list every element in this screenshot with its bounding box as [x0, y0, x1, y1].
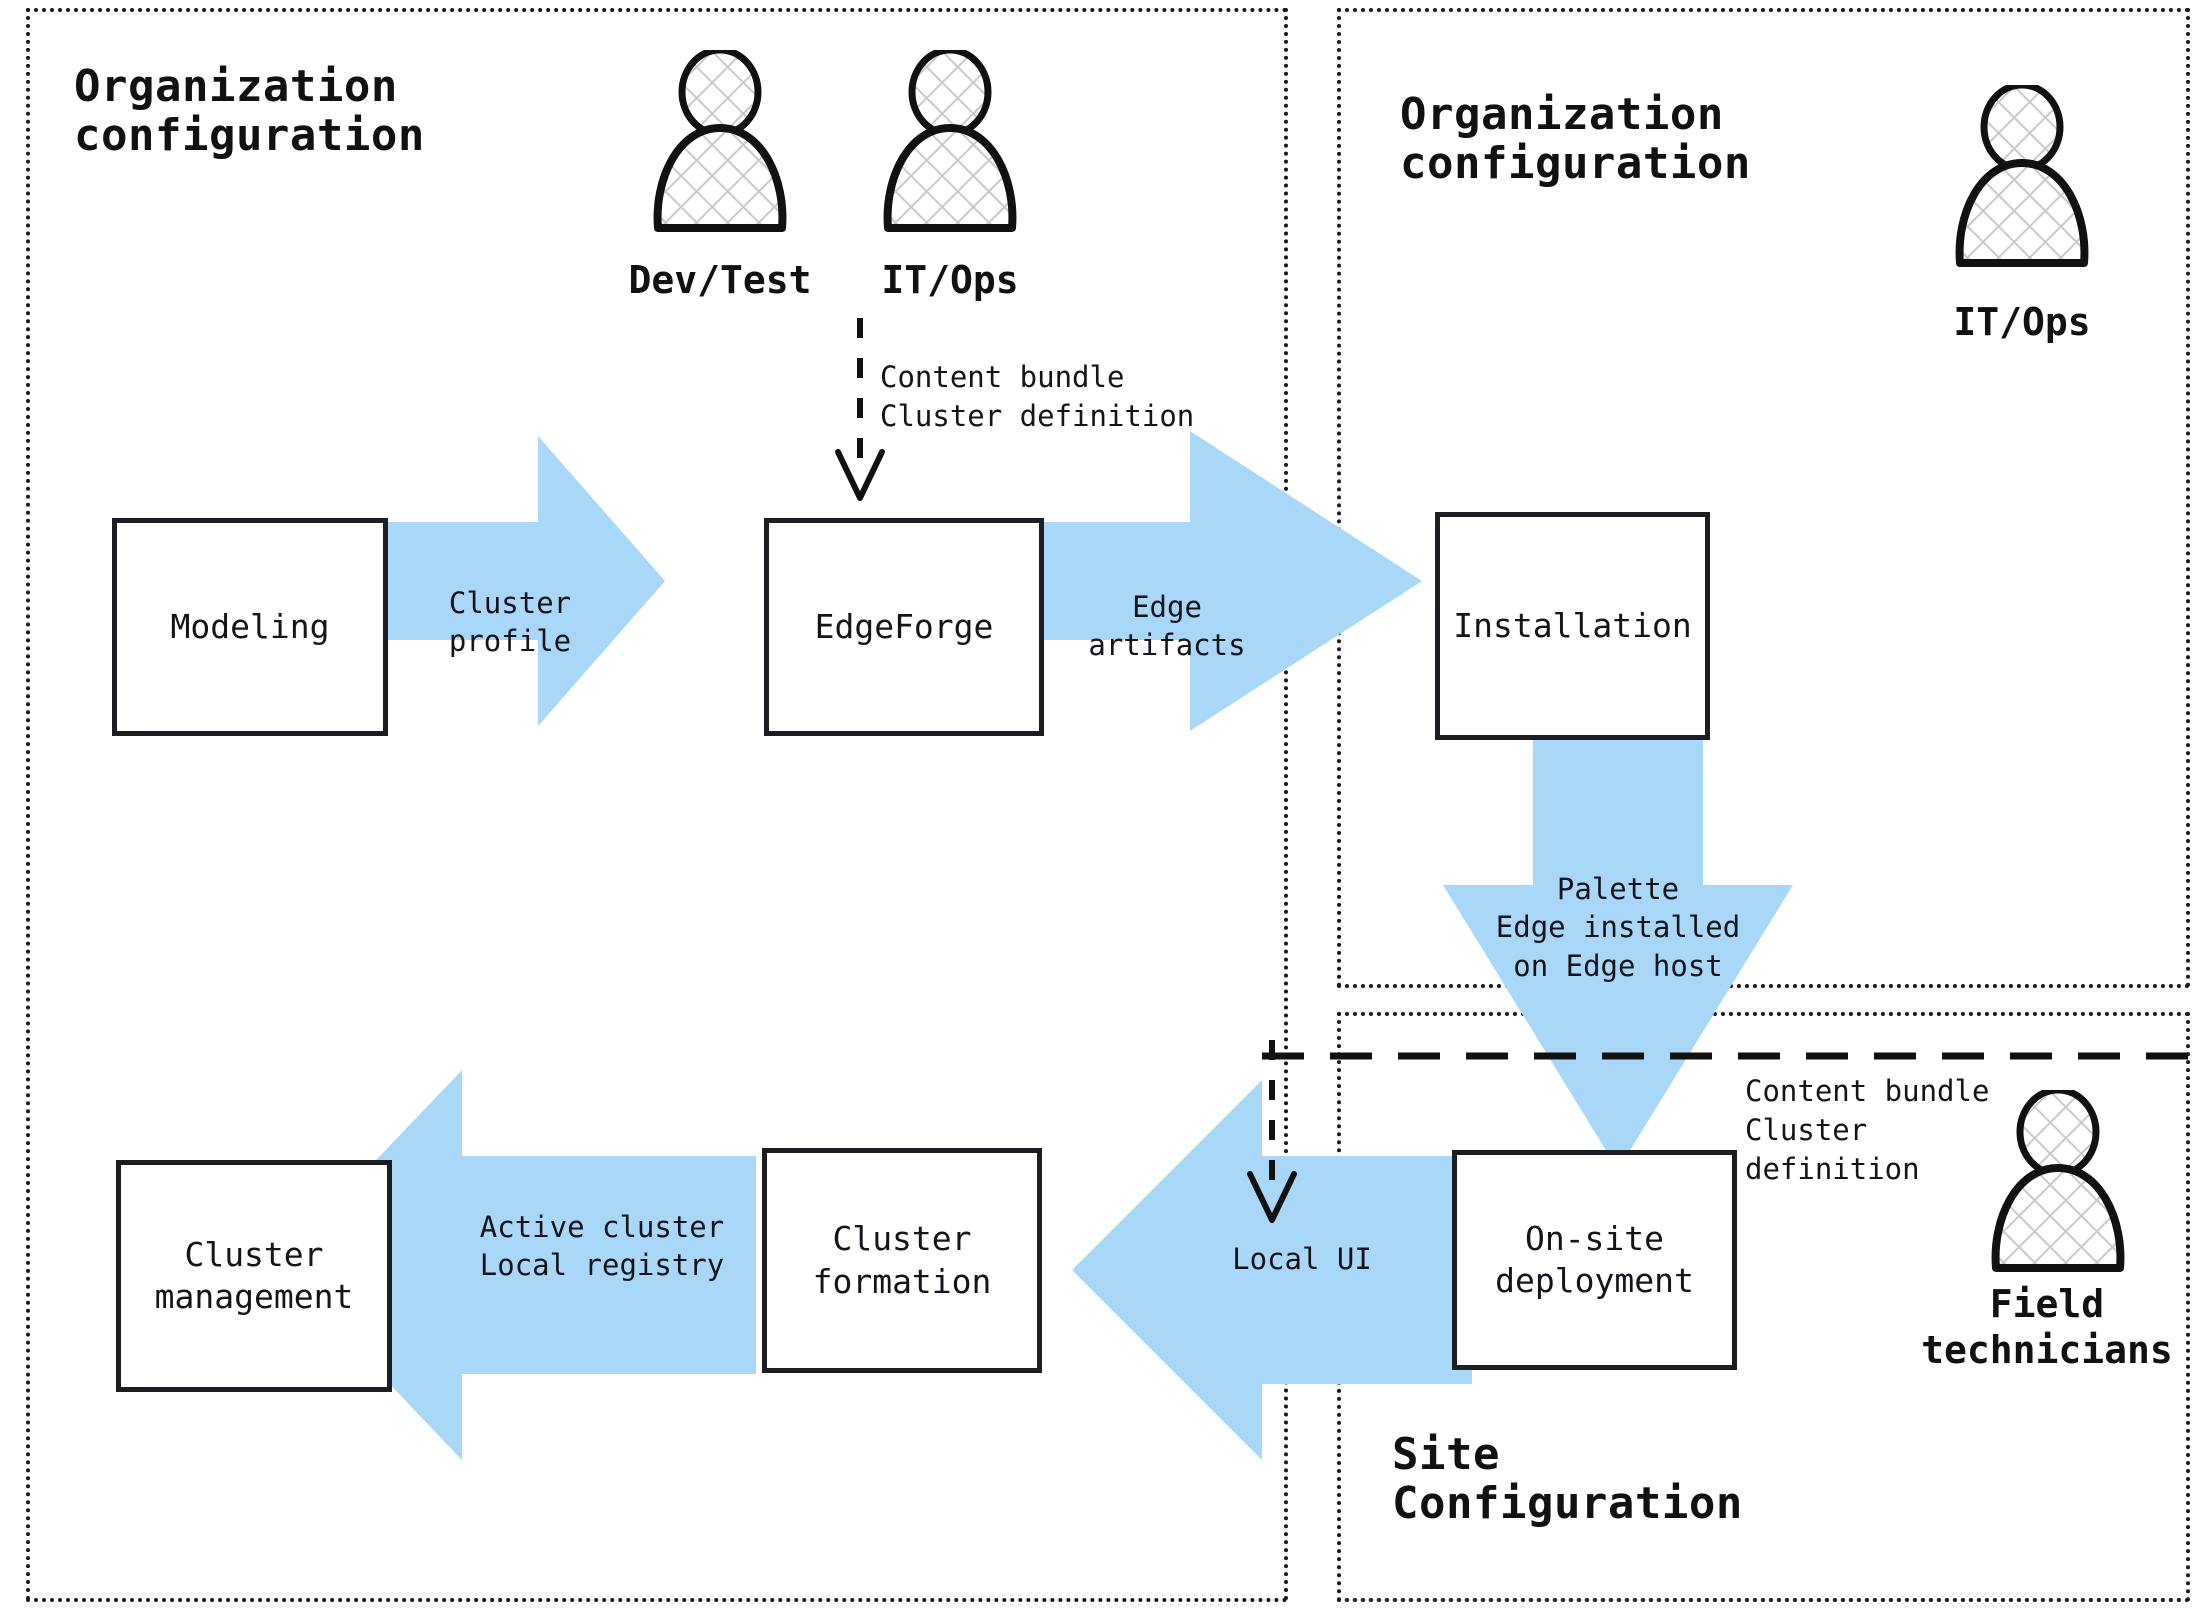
connector-label-itops-to-edgeforge: Content bundle Cluster definition — [880, 360, 1195, 434]
node-cluster-formation[interactable]: Cluster formation — [762, 1148, 1042, 1373]
site-boundary-rule — [1262, 1052, 2196, 1060]
flow-arrow-cluster-profile — [380, 436, 665, 726]
node-installation[interactable]: Installation — [1435, 512, 1710, 740]
panel-title-site-config: Site Configuration — [1392, 1429, 1743, 1530]
panel-org-config-left — [26, 8, 1288, 1602]
person-icon-it-ops-left — [883, 50, 1017, 232]
flow-label-palette-edge: Palette Edge installed on Edge host — [1495, 872, 1741, 983]
flow-label-local-ui: Local UI — [1232, 1242, 1372, 1276]
panel-title-org-config-right: Organization configuration — [1400, 89, 1751, 190]
person-icon-field-technicians — [1991, 1090, 2125, 1272]
person-icon-dev-test — [653, 50, 787, 232]
panel-org-config-right — [1337, 8, 2190, 988]
flow-arrow-palette-edge — [1443, 740, 1793, 1170]
flow-label-edge-artifacts: Edge artifacts — [1088, 590, 1246, 663]
person-icon-it-ops-right — [1955, 85, 2089, 267]
node-edgeforge[interactable]: EdgeForge — [764, 518, 1044, 736]
person-label-field-technicians: Field technicians — [1921, 1282, 2173, 1372]
node-cluster-management[interactable]: Cluster management — [116, 1160, 392, 1392]
dashed-connector-fieldtech-to-onsite — [1247, 1040, 1297, 1223]
person-label-it-ops-right: IT/Ops — [1953, 300, 2091, 344]
panel-title-org-config-left: Organization configuration — [74, 61, 425, 162]
node-modeling[interactable]: Modeling — [112, 518, 388, 736]
flow-label-active-cluster: Active cluster Local registry — [479, 1210, 725, 1283]
flow-label-cluster-profile: Cluster profile — [448, 586, 572, 659]
flow-arrow-local-ui — [1072, 1080, 1472, 1460]
person-label-dev-test: Dev/Test — [628, 258, 812, 302]
flow-arrow-active-cluster — [276, 1070, 756, 1460]
flow-arrow-edge-artifacts — [1032, 431, 1422, 731]
connector-label-fieldtech-to-onsite: Content bundle Cluster definition — [1745, 1074, 1990, 1187]
person-label-it-ops-left: IT/Ops — [881, 258, 1019, 302]
node-onsite-deployment[interactable]: On-site deployment — [1452, 1150, 1737, 1370]
dashed-connector-itops-to-edgeforge — [835, 318, 885, 501]
